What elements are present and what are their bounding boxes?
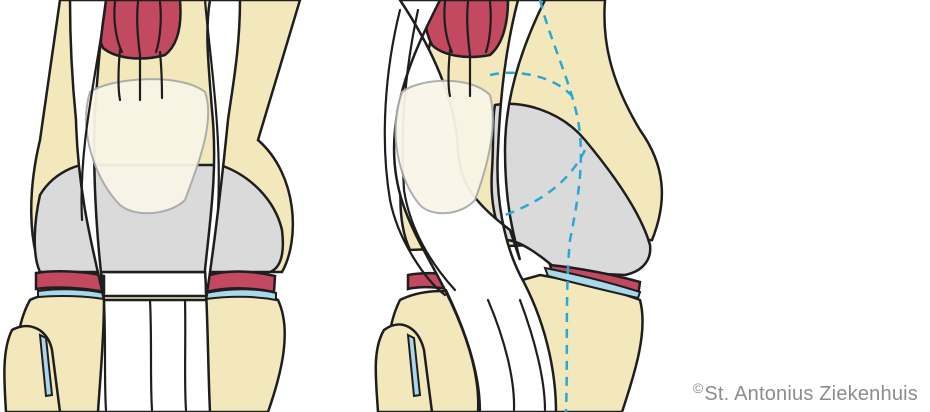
left-knee <box>4 0 300 412</box>
copyright-symbol: © <box>693 380 704 396</box>
copyright-notice: ©St. Antonius Ziekenhuis <box>693 380 918 406</box>
right-knee <box>376 0 662 412</box>
copyright-text: St. Antonius Ziekenhuis <box>704 383 918 405</box>
